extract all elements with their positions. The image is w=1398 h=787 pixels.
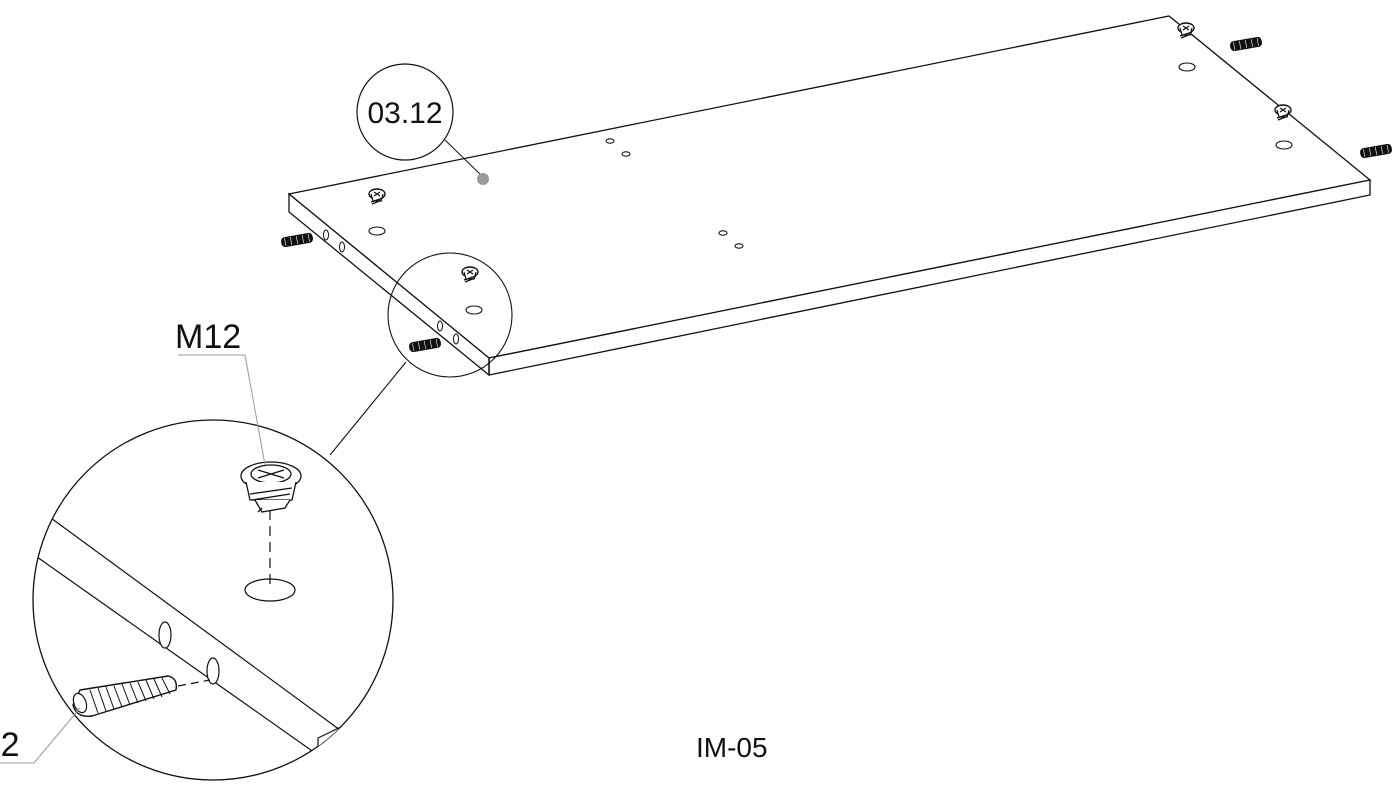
- cam-fitting-label: M12: [175, 318, 241, 356]
- dowel-label: K2: [0, 726, 20, 764]
- detail-marker-circle: [329, 252, 513, 456]
- part-number-callout: 03.12: [356, 63, 489, 185]
- cam-fitting-leader: [178, 354, 266, 466]
- board-holes: [368, 62, 1293, 315]
- detail-zoom-view: [32, 419, 394, 781]
- sheet-code: IM-05: [696, 732, 768, 763]
- detail-cam-fitting: [240, 461, 302, 513]
- detail-dowel: [72, 675, 178, 717]
- board-panel: [287, 15, 1372, 377]
- dowel-leader: [0, 707, 81, 764]
- edge-holes: [323, 229, 459, 345]
- part-number-text: 03.12: [367, 97, 442, 130]
